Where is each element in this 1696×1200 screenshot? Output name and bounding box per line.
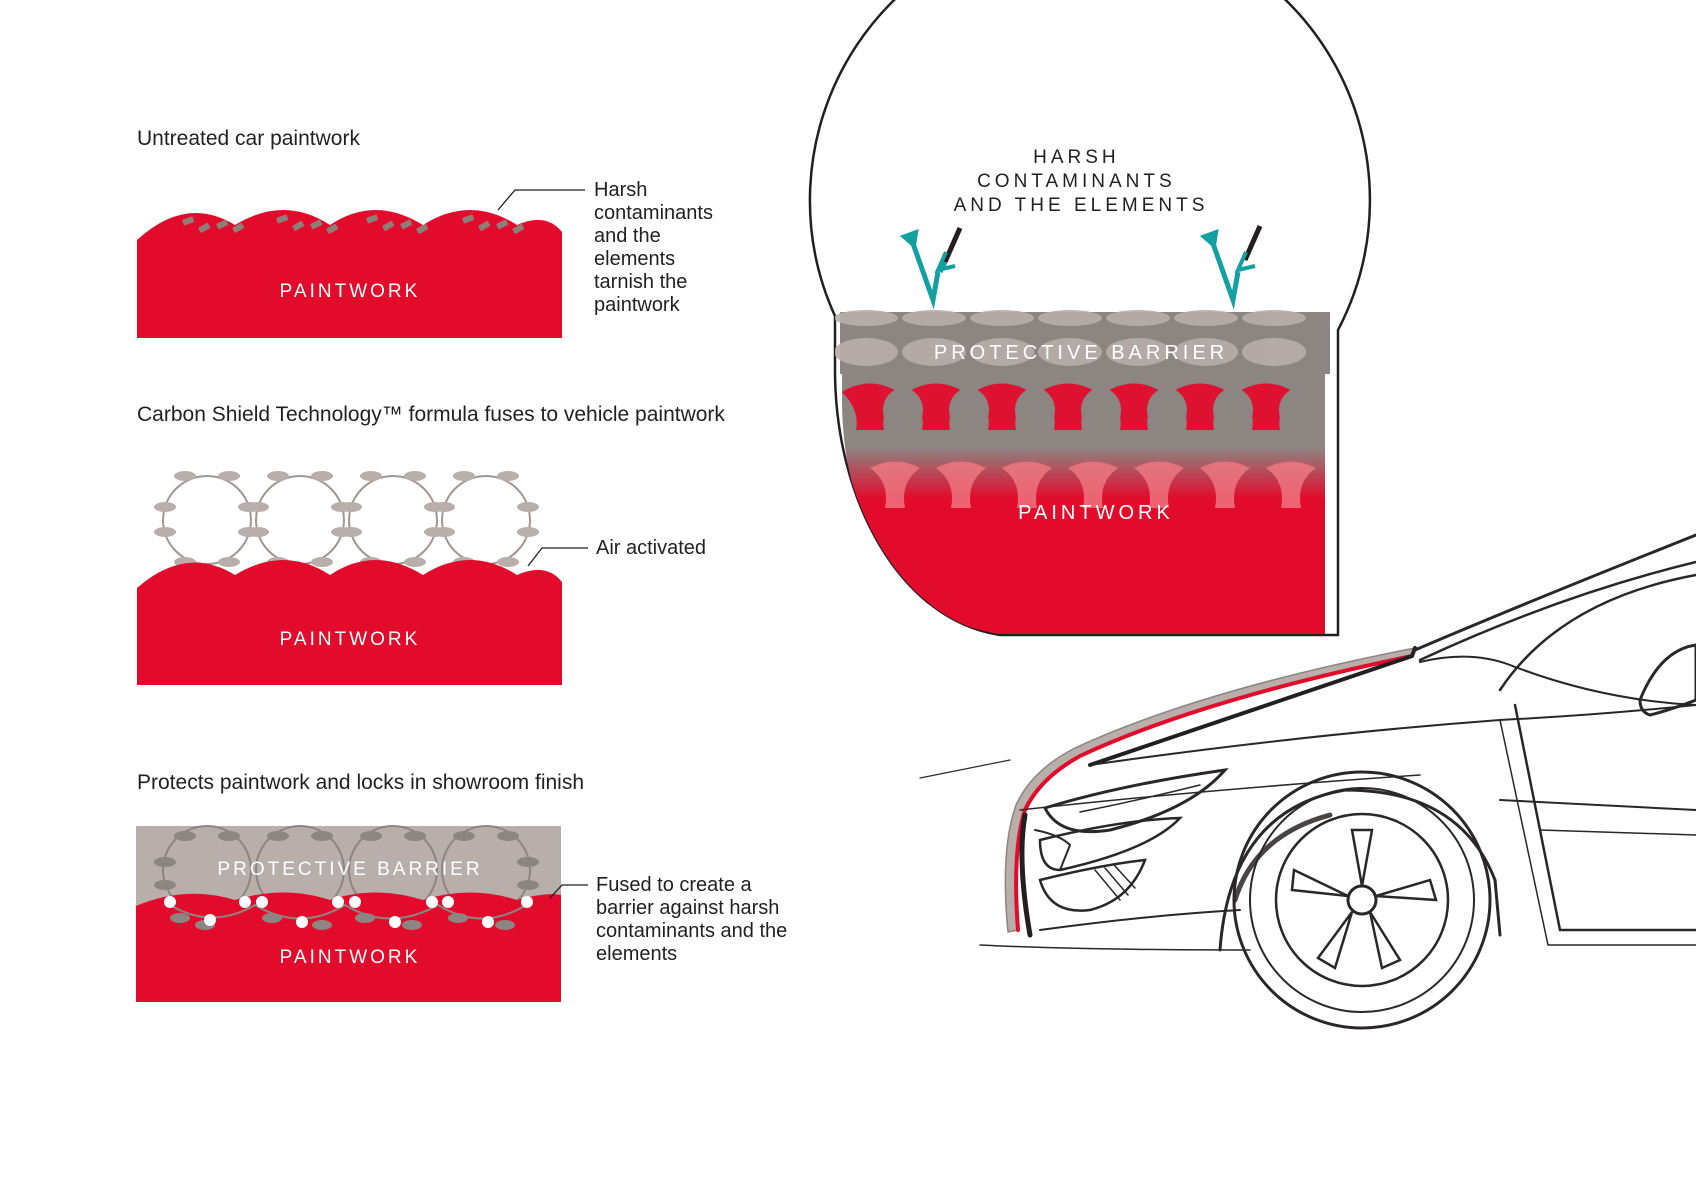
callout-leader-line	[497, 189, 585, 211]
panel-2-callout: Air activated	[596, 537, 706, 559]
contaminant-flake-icon	[478, 220, 491, 231]
panel-3-callout: Fused to create a barrier against harsh …	[596, 874, 793, 965]
callout-line: and the	[594, 225, 661, 247]
callout-line: Harsh	[594, 179, 647, 201]
contaminant-flake-icon	[496, 219, 509, 230]
panel-3-heading: Protects paintwork and locks in showroom…	[137, 771, 584, 794]
molecule-ring-icon	[247, 471, 353, 567]
fused-bond-chain	[164, 896, 533, 930]
deflect-arrow-icon	[899, 226, 963, 310]
panel-2-heading: Carbon Shield Technology™ formula fuses …	[137, 403, 725, 426]
panel-formula: Carbon Shield Technology™ formula fuses …	[137, 403, 725, 685]
contaminant-flake-icon	[512, 223, 525, 234]
callout-line: tarnish the	[594, 271, 687, 293]
zoom-bond-necks	[842, 383, 1294, 430]
zoom-barrier-label: PROTECTIVE BARRIER	[934, 342, 1228, 364]
paintwork-label: PAINTWORK	[280, 629, 421, 650]
paintwork-layer	[137, 560, 562, 685]
callout-line: Fused to create a	[596, 874, 753, 896]
callout-leader-line	[527, 547, 588, 567]
panel-1-heading: Untreated car paintwork	[137, 127, 360, 150]
zoom-barrier-beads	[834, 310, 1306, 366]
panel-1-callout: Harsh contaminants and the elements tarn…	[594, 179, 719, 316]
callout-line: barrier against harsh	[596, 897, 779, 919]
zoom-bubble: HARSH CONTAMINANTS AND THE ELEMENTS PROT…	[808, 0, 1372, 637]
molecule-ring-icon	[340, 471, 446, 567]
contaminant-flake-icon	[400, 219, 413, 230]
contaminant-flakes	[182, 214, 525, 234]
contaminant-flake-icon	[276, 214, 289, 224]
molecule-ring-icon	[433, 471, 539, 567]
callout-line: paintwork	[594, 294, 681, 316]
zoom-title-line: AND THE ELEMENTS	[954, 195, 1209, 216]
contaminant-flake-icon	[382, 220, 395, 231]
zoom-bond-voids	[883, 388, 1319, 432]
car-wheel	[1232, 770, 1492, 1030]
molecule-ring-icon	[154, 471, 260, 567]
zoom-title-line: CONTAMINANTS	[977, 171, 1176, 192]
callout-line: elements	[594, 248, 675, 270]
callout-line: elements	[596, 943, 677, 965]
panel-untreated: Untreated car paintwork PAINTWORK Harsh …	[137, 127, 719, 338]
callout-leader-line	[549, 884, 588, 899]
contaminant-flake-icon	[232, 222, 245, 233]
paintwork-label: PAINTWORK	[280, 947, 421, 968]
zoom-paintwork-label: PAINTWORK	[1018, 502, 1174, 524]
contaminant-flake-icon	[216, 219, 229, 230]
paintwork-label: PAINTWORK	[280, 281, 421, 302]
contaminant-flake-icon	[182, 216, 195, 226]
callout-line: contaminants and the	[596, 920, 787, 942]
zoom-lower-cells	[870, 461, 1316, 508]
contaminant-flake-icon	[326, 223, 339, 234]
contaminant-flake-icon	[366, 214, 379, 224]
panel-protected: Protects paintwork and locks in showroom…	[136, 771, 793, 1002]
car-sketch-icon	[919, 533, 1696, 1030]
contaminant-flake-icon	[198, 222, 211, 233]
molecule-rings	[154, 471, 539, 567]
contaminant-flake-icon	[310, 219, 323, 230]
paintwork-layer	[137, 210, 562, 338]
protective-barrier-label: PROTECTIVE BARRIER	[217, 859, 482, 880]
contaminant-flake-icon	[416, 223, 429, 234]
contaminant-flake-icon	[292, 220, 305, 231]
callout-line: contaminants	[594, 202, 713, 224]
zoom-title-line: HARSH	[1033, 147, 1120, 168]
contaminant-flake-icon	[462, 214, 475, 224]
zoom-title: HARSH CONTAMINANTS AND THE ELEMENTS	[954, 147, 1209, 216]
deflect-arrow-icon	[1199, 224, 1263, 310]
